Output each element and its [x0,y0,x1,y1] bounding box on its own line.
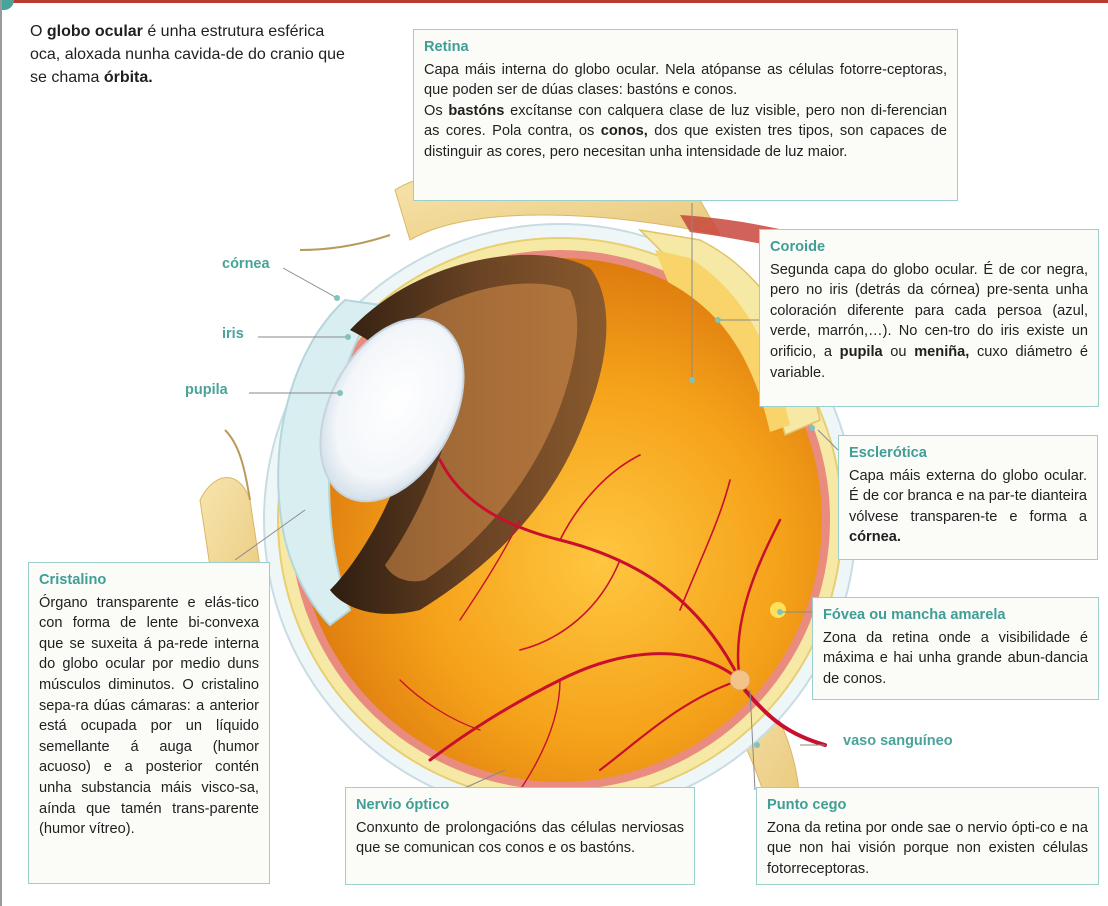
box-nervio-optico-title: Nervio óptico [356,795,684,816]
intro-term-orbita: órbita. [104,69,153,86]
box-cristalino-text: Órgano transparente e elás-tico con form… [39,593,259,840]
intro-term-globo-ocular: globo ocular [47,23,143,40]
retina-p2a: Os [424,103,448,119]
esclerotica-term-cornea: córnea. [849,529,901,545]
box-esclerotica-text: Capa máis externa do globo ocular. É de … [849,466,1087,548]
box-coroide-text: Segunda capa do globo ocular. É de cor n… [770,260,1088,384]
label-iris: iris [222,326,244,342]
label-vaso-sanguineo: vaso sanguíneo [843,733,953,749]
box-retina: Retina Capa máis interna do globo ocular… [413,29,958,201]
intro-text-1: O [30,23,47,40]
label-cornea: córnea [222,256,270,272]
box-esclerotica: Esclerótica Capa máis externa do globo o… [838,435,1098,560]
coroide-t2: ou [883,344,915,360]
box-fovea: Fóvea ou mancha amarela Zona da retina o… [812,597,1099,700]
box-retina-text-1: Capa máis interna do globo ocular. Nela … [424,60,947,101]
box-cristalino: Cristalino Órgano transparente e elás-ti… [28,562,270,884]
box-coroide: Coroide Segunda capa do globo ocular. É … [759,229,1099,407]
box-fovea-text: Zona da retina onde a visibilidade é máx… [823,628,1088,690]
label-pupila: pupila [185,382,228,398]
box-cristalino-title: Cristalino [39,570,259,591]
box-punto-cego: Punto cego Zona da retina por onde sae o… [756,787,1099,885]
retina-term-bastons: bastóns [448,103,504,119]
box-retina-text-2: Os bastóns excítanse con calquera clase … [424,101,947,163]
coroide-term-menina: meniña, [914,344,969,360]
box-coroide-title: Coroide [770,237,1088,258]
retina-term-conos: conos, [601,123,648,139]
box-fovea-title: Fóvea ou mancha amarela [823,605,1088,626]
box-nervio-optico: Nervio óptico Conxunto de prolongacións … [345,787,695,885]
box-esclerotica-title: Esclerótica [849,443,1087,464]
box-punto-cego-title: Punto cego [767,795,1088,816]
box-nervio-optico-text: Conxunto de prolongacións das células ne… [356,818,684,859]
optic-disc [730,670,750,690]
esclerotica-t1: Capa máis externa do globo ocular. É de … [849,468,1087,525]
intro-paragraph: O globo ocular é unha estrutura esférica… [30,20,350,89]
box-retina-title: Retina [424,37,947,58]
box-punto-cego-text: Zona da retina por onde sae o nervio ópt… [767,818,1088,880]
coroide-term-pupila: pupila [840,344,883,360]
